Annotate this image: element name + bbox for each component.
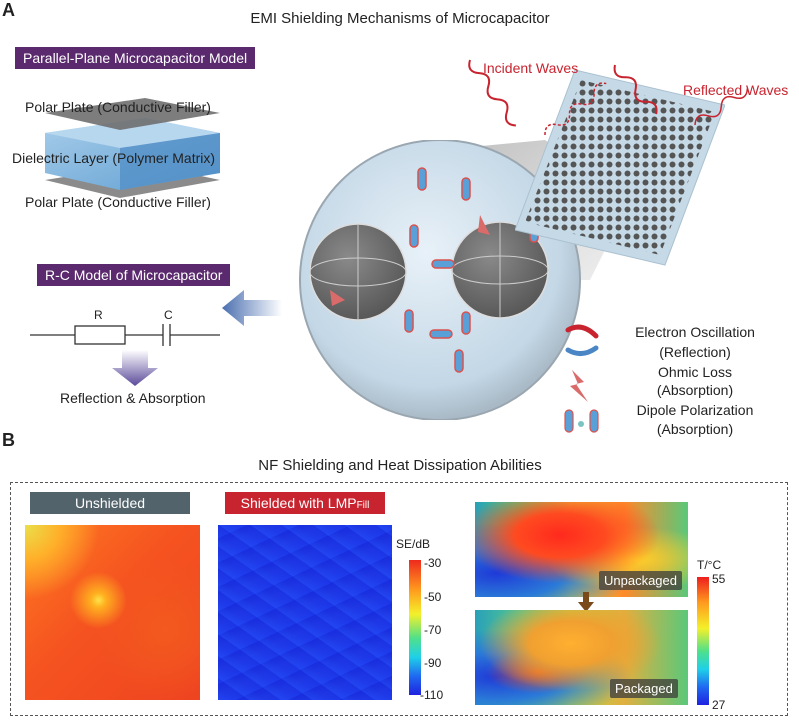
se-tick-5: -110 xyxy=(420,688,444,702)
top-plate-label: Polar Plate (Conductive Filler) xyxy=(25,99,211,115)
reflected-waves-label: Reflected Waves xyxy=(683,82,789,98)
unshielded-se-map xyxy=(25,525,200,700)
temp-max-label: 55 xyxy=(712,572,726,586)
shielded-tag-subscript: Fill xyxy=(356,500,370,511)
capacitor-label: C xyxy=(164,308,173,322)
dielectric-label: Dielectric Layer (Polymer Matrix) xyxy=(12,150,216,166)
shielded-se-map xyxy=(218,525,392,700)
unpackaged-tag: Unpackaged xyxy=(599,571,682,590)
se-tick-3: -70 xyxy=(424,623,442,637)
legend-ohmic-loss: Ohmic Loss xyxy=(658,364,732,380)
mechanism-legend-icons xyxy=(564,324,599,433)
panel-a-letter: A xyxy=(2,0,15,20)
rc-circuit-diagram xyxy=(30,324,220,386)
se-colorbar-title: SE/dB xyxy=(396,537,431,551)
packaged-tag: Packaged xyxy=(610,679,678,698)
legend-absorption-1: (Absorption) xyxy=(656,382,734,398)
se-tick-1: -30 xyxy=(424,556,442,570)
bottom-plate-label: Polar Plate (Conductive Filler) xyxy=(25,194,211,210)
panel-b-frame xyxy=(10,482,788,716)
se-tick-2: -50 xyxy=(424,590,442,604)
temp-min-label: 27 xyxy=(712,698,726,712)
se-colorbar xyxy=(409,560,421,695)
capacitor-stack-illustration xyxy=(45,98,220,198)
legend-reflection: (Reflection) xyxy=(659,344,731,360)
rc-model-tag: R-C Model of Microcapacitor xyxy=(37,264,231,286)
unshielded-tag: Unshielded xyxy=(30,492,190,514)
shielded-tag: Shielded with LMPFill xyxy=(225,492,385,514)
shielding-mesh-illustration xyxy=(515,70,725,266)
legend-absorption-2: (Absorption) xyxy=(656,421,734,437)
legend-dipole-polarization: Dipole Polarization xyxy=(636,402,754,418)
resistor-label: R xyxy=(94,308,103,322)
panel-b-title: NF Shielding and Heat Dissipation Abilit… xyxy=(258,457,542,474)
down-arrow-icon xyxy=(578,592,594,612)
left-arrow-icon xyxy=(222,290,282,326)
temp-colorbar xyxy=(697,577,709,705)
rc-result-label: Reflection & Absorption xyxy=(60,390,206,406)
incident-waves-label: Incident Waves xyxy=(483,60,579,76)
temp-colorbar-title: T/°C xyxy=(697,558,722,572)
se-tick-4: -90 xyxy=(424,656,442,670)
panel-a-title: EMI Shielding Mechanisms of Microcapacit… xyxy=(250,10,550,27)
panel-b-letter: B xyxy=(2,430,15,450)
parallel-plane-tag: Parallel-Plane Microcapacitor Model xyxy=(15,47,256,69)
shielded-tag-main: Shielded with LMP xyxy=(240,495,357,511)
legend-electron-oscillation: Electron Oscillation xyxy=(635,324,755,340)
wave-arrows xyxy=(468,59,749,136)
